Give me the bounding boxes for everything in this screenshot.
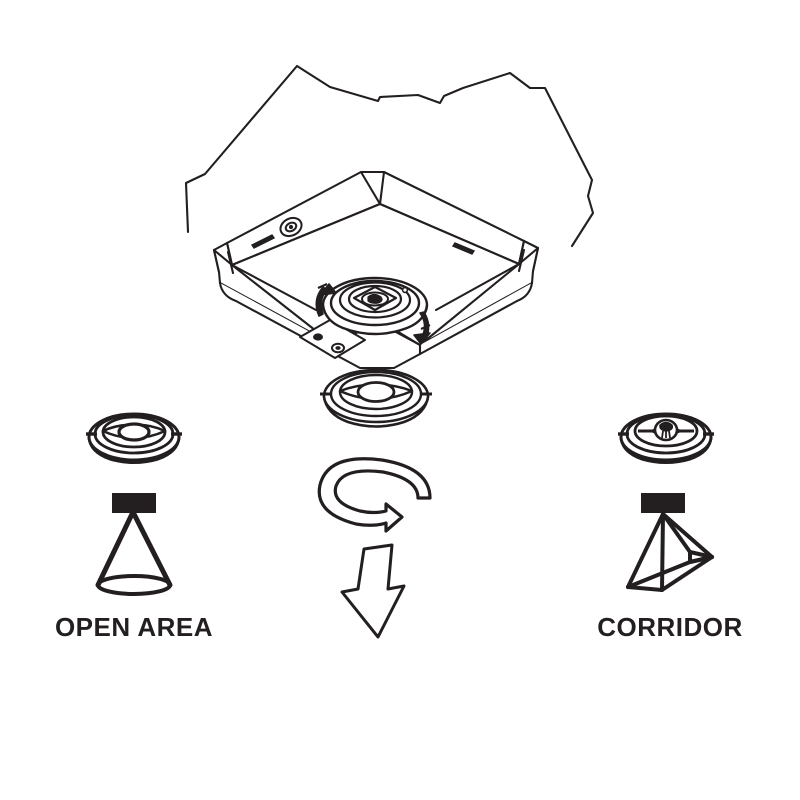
wedge-edge-left <box>626 512 665 589</box>
wedge-base-near <box>626 555 714 592</box>
underside-ridge-left <box>230 263 318 312</box>
housing-trim-right <box>517 248 526 273</box>
coverage-wedge <box>626 493 714 592</box>
lens-socket <box>321 276 429 336</box>
side-vent-slot-right <box>451 242 476 255</box>
detector-housing <box>212 170 540 370</box>
side-vent-slot <box>250 234 276 249</box>
socket-rotation-arrow-left <box>315 283 337 317</box>
wedge-edge-top-right <box>661 512 714 559</box>
wedge-device-block <box>641 493 685 513</box>
terminal-plate <box>299 319 366 359</box>
underside-ridge-right <box>434 262 521 312</box>
lens-corridor <box>618 412 714 464</box>
cone-left-side <box>95 509 136 588</box>
wedge-edge-centre <box>660 512 665 592</box>
rotation-arrow <box>317 457 432 533</box>
cone-device-block <box>112 493 156 513</box>
coverage-cone <box>95 493 173 596</box>
lens-cap-installed <box>320 368 432 428</box>
side-indicator-led <box>279 216 303 238</box>
housing-trim-left <box>226 250 235 275</box>
housing-rim-right <box>418 281 534 356</box>
socket-index-marks <box>317 282 431 331</box>
housing-rim-front <box>332 352 422 370</box>
socket-rotation-arrow-right <box>413 311 431 345</box>
cone-right-side <box>130 509 173 588</box>
open-area-label: OPEN AREA <box>54 612 214 642</box>
wedge-base-far <box>626 555 714 589</box>
wedge-edge-mid-right <box>661 512 692 554</box>
down-arrow <box>340 543 406 639</box>
corridor-label: CORRIDOR <box>597 612 743 642</box>
cone-base-ellipse <box>96 574 172 596</box>
lens-open-area <box>86 412 182 464</box>
ceiling-cutaway <box>184 64 595 248</box>
